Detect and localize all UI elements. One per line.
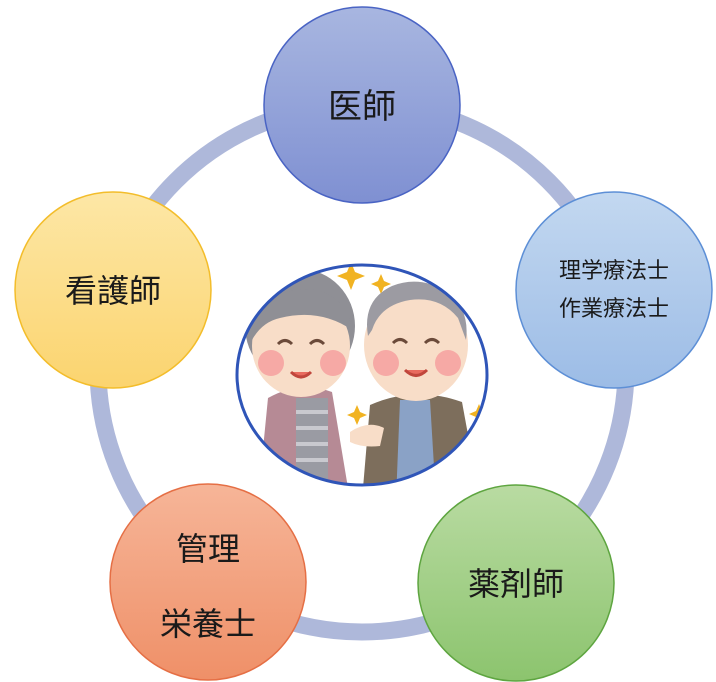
node-therapist-label-line1: 理学療法士 — [559, 259, 669, 284]
node-pharmacist-label: 薬剤師 — [468, 565, 564, 603]
sparkle-icon — [337, 265, 365, 290]
sparkle-icon — [371, 274, 391, 294]
node-doctor: 医師 — [263, 6, 461, 204]
node-therapist-label-line2: 作業療法士 — [559, 297, 669, 322]
node-nurse-label: 看護師 — [65, 272, 161, 310]
node-doctor-label: 医師 — [328, 87, 396, 127]
node-dietitian: 管理 栄養士 — [109, 483, 307, 681]
node-pharmacist: 薬剤師 — [417, 484, 615, 682]
node-therapist: 理学療法士 作業療法士 — [515, 191, 713, 389]
sparkle-icon — [347, 405, 367, 425]
center-illustration — [235, 263, 489, 487]
node-dietitian-label-line2: 栄養士 — [160, 605, 256, 643]
node-dietitian-label-line1: 管理 — [176, 530, 240, 568]
node-nurse: 看護師 — [14, 191, 212, 389]
